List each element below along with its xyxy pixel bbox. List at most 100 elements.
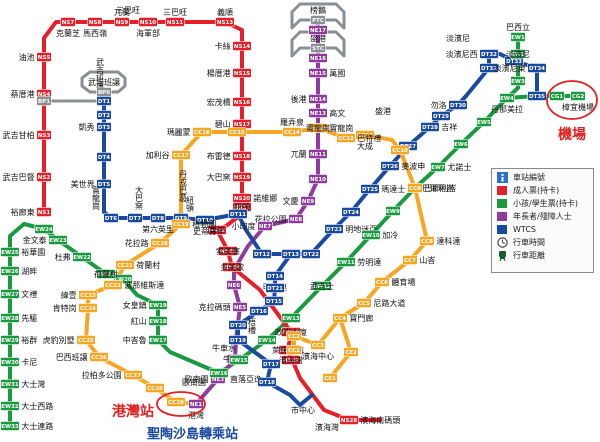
- station-name: 達科達: [436, 236, 460, 246]
- station-name: 油池: [19, 52, 35, 62]
- station-name: 巴西班讓: [56, 352, 88, 362]
- station-name: 濱海中心: [302, 351, 334, 361]
- legend-item-time: 行車時間: [496, 236, 589, 248]
- station-code: EW22: [73, 255, 91, 261]
- station-dt13: DT13: [281, 249, 301, 259]
- station-name: 武吉士: [310, 281, 334, 291]
- station-dt6: DT6: [103, 213, 119, 223]
- station-code: CC22: [105, 283, 121, 289]
- station-name: 三巴旺: [163, 8, 187, 17]
- station-code: CC17: [173, 153, 189, 159]
- station-code: DT35: [529, 94, 545, 100]
- station-code: NS15: [234, 71, 250, 77]
- station-name: 索美塞: [216, 246, 240, 256]
- station-code: EW24: [35, 227, 53, 233]
- station-code: EW18: [149, 319, 167, 325]
- label-dt-ubi: 實龍崗: [92, 185, 101, 210]
- station-code: NS14: [234, 44, 250, 50]
- airport-highlight: [546, 80, 598, 120]
- station-code: EW16: [210, 371, 228, 377]
- map-labels: 武吉班讓實龍崗紐頓梧槽丹戎巴葛大巴窯三巴旺歐南園牛車水直落亞逸市中心濱海灣盛港巴…: [92, 6, 471, 432]
- station-code: DT26: [382, 164, 398, 170]
- station-name: 加利谷: [146, 150, 170, 160]
- station-code: DT7: [129, 216, 141, 222]
- legend-label-wtcs: WTCS: [513, 224, 536, 234]
- station-name: 卡絲: [215, 41, 231, 51]
- station-ce1: CE1: [322, 373, 338, 383]
- station-name: 碧山: [215, 119, 231, 129]
- station-name: 海軍部: [136, 28, 160, 38]
- wtcs-swatch: [497, 224, 507, 234]
- station-name: 克蘭芝: [56, 28, 80, 38]
- station-code: NE6: [228, 283, 240, 289]
- label-ne-outram: 直落亞逸: [230, 374, 262, 384]
- station-code: EW4: [500, 96, 514, 102]
- station-code: CC21: [117, 263, 133, 269]
- station-code: CC9: [409, 186, 421, 192]
- label-dt-ah-kiat: 牛車水: [212, 343, 236, 353]
- station-name: 凱秀: [79, 122, 95, 132]
- station-ew6: EW6: [453, 139, 469, 149]
- station-code: DT13: [283, 252, 299, 258]
- station-name: 吉祥: [441, 122, 457, 132]
- station-dt29: DT29: [431, 111, 451, 121]
- station-ew24: EW24: [34, 224, 54, 234]
- station-code: DT11: [230, 212, 246, 218]
- station-name: 裕群: [21, 335, 37, 345]
- info-icon: [496, 171, 508, 183]
- station-code: CC28: [147, 386, 163, 392]
- station-name: 義順: [217, 7, 233, 17]
- station-code: EW27: [1, 292, 19, 298]
- station-code: EW28: [1, 316, 19, 322]
- station-name: 第六英里: [142, 224, 174, 234]
- station-name: 小印度: [232, 221, 256, 231]
- station-code: DT32: [481, 52, 497, 58]
- station-code: NS3: [38, 133, 51, 139]
- legend-item-child: 小孩/學生票(持卡): [496, 197, 589, 209]
- station-code: DT22: [303, 252, 319, 258]
- station-dt12: DT12: [252, 249, 272, 259]
- station-cc15: CC15: [227, 127, 247, 137]
- station-code: EW3: [511, 79, 525, 85]
- station-cc9: CC9: [407, 183, 423, 193]
- station-ne6: NE6: [226, 280, 242, 290]
- station-name: 尤諾士: [447, 162, 471, 172]
- station-name: 大士灣: [21, 379, 45, 389]
- station-code: EW30: [1, 360, 19, 366]
- station-name: 克拉碼頭: [199, 302, 231, 312]
- station-name: 馬西嶺: [83, 29, 107, 38]
- legend-label-time: 行車時間: [513, 237, 545, 247]
- station-code: DT28: [422, 125, 438, 131]
- station-cc29: CC29: [166, 397, 186, 407]
- station-code: EW20: [114, 277, 132, 283]
- station-code: CC1: [288, 348, 300, 354]
- station-ne16: NE16: [308, 53, 328, 63]
- station-code: CC14: [284, 130, 300, 136]
- station-code: CG2: [572, 94, 585, 100]
- station-name: 瑪達士: [381, 184, 405, 194]
- station-code: CC20: [152, 241, 168, 247]
- station-code: NS20: [234, 196, 250, 202]
- station-code: DT14: [267, 274, 283, 280]
- station-code: NS17: [234, 122, 250, 128]
